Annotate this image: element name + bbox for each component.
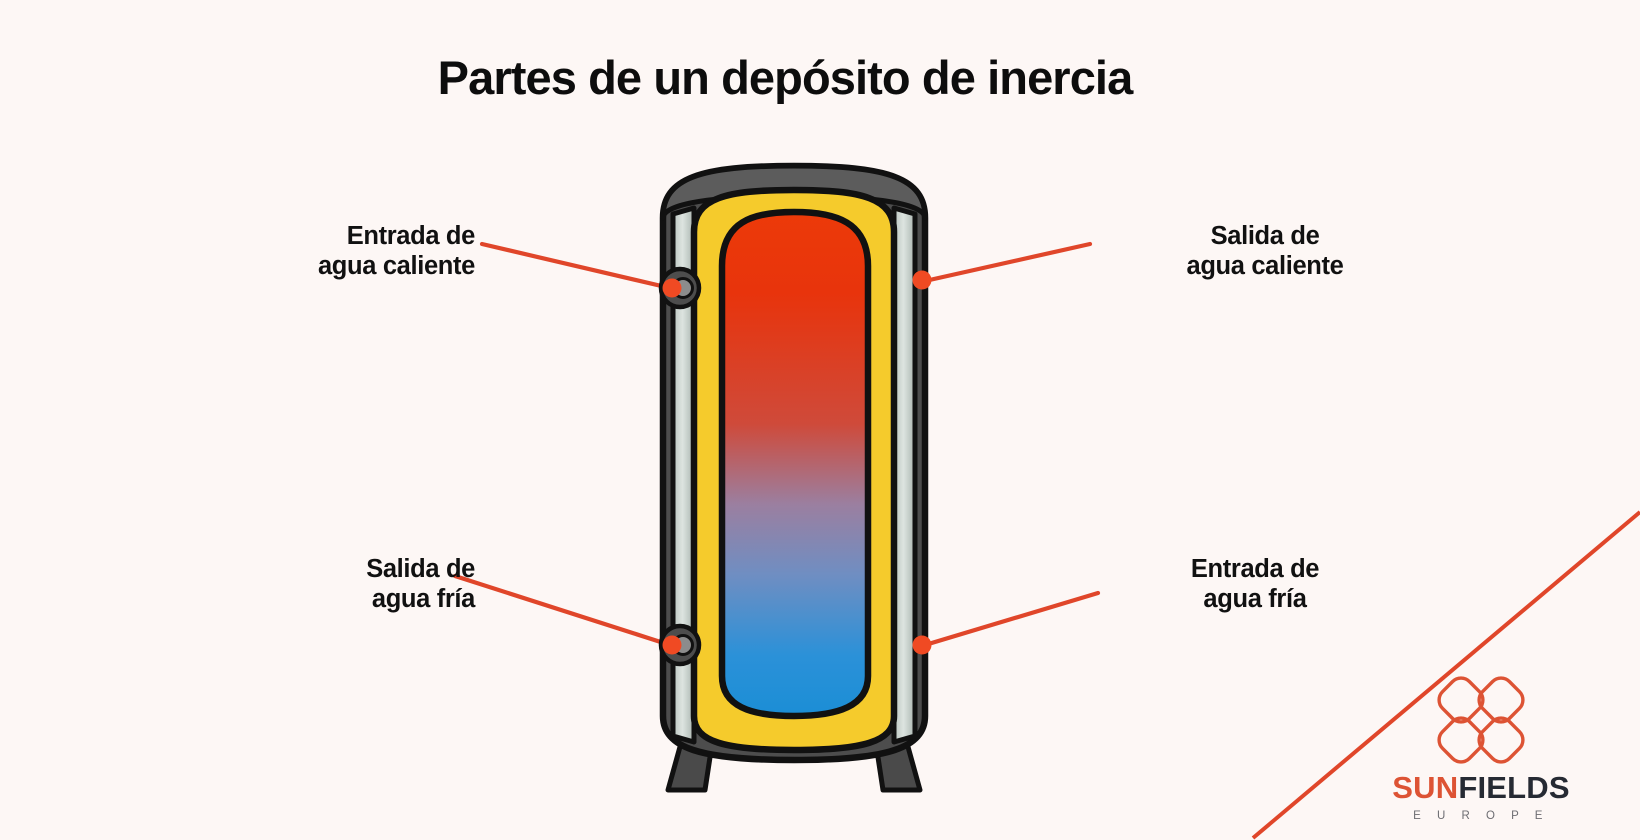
port-hot-outlet[interactable] xyxy=(912,270,932,290)
leader-lines xyxy=(452,241,1101,648)
callout-label-hot-inlet: Entrada de agua caliente xyxy=(317,222,475,280)
port-cold-outlet[interactable] xyxy=(658,623,702,667)
brand-wordmark: SUNFIELDS xyxy=(1346,772,1616,803)
sunfields-flower-icon xyxy=(1437,676,1525,764)
page-title: Partes de un depósito de inercia xyxy=(437,51,1134,104)
tank-water-core xyxy=(718,208,872,720)
callout-label-hot-outlet: Salida de agua caliente xyxy=(1186,222,1344,280)
brand-subtitle: E U R O P E xyxy=(1413,810,1549,822)
brand-diagonal-rule xyxy=(1251,510,1640,840)
leader-line-cold-inlet xyxy=(922,590,1101,648)
port-hot-inlet[interactable] xyxy=(658,266,702,310)
leader-line-hot-inlet xyxy=(479,241,673,291)
leader-line-hot-outlet xyxy=(922,241,1093,284)
tank-inner-wall-right xyxy=(891,205,918,745)
callout-label-cold-outlet: Salida de agua fría xyxy=(366,555,475,613)
callout-label-cold-inlet: Entrada de agua fría xyxy=(1190,555,1320,613)
leader-line-cold-outlet xyxy=(452,573,673,648)
port-cold-inlet[interactable] xyxy=(912,635,932,655)
brand-word-fields: FIELDS xyxy=(1458,770,1570,805)
brand-logo[interactable]: SUNFIELDS E U R O P E xyxy=(1346,672,1616,822)
tank-inner-wall-left xyxy=(670,205,697,745)
brand-word-sun: SUN xyxy=(1392,770,1459,805)
